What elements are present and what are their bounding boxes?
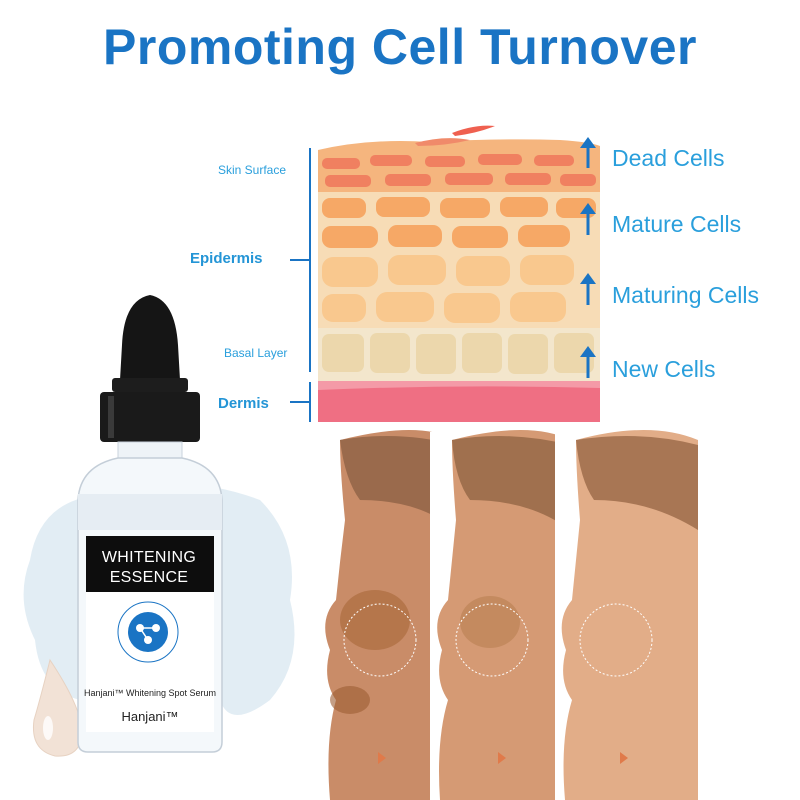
dead-cells bbox=[322, 154, 596, 187]
dropper-bulb bbox=[120, 295, 180, 380]
before-after-faces bbox=[318, 430, 700, 800]
mature-cells bbox=[322, 197, 596, 248]
new-cells bbox=[322, 333, 594, 374]
label-new-cells: New Cells bbox=[612, 356, 716, 382]
layer-brackets bbox=[290, 148, 311, 422]
up-arrow-icon bbox=[580, 273, 596, 305]
page-title: Promoting Cell Turnover bbox=[103, 19, 697, 75]
bottle-brand: Hanjani™ bbox=[121, 709, 179, 724]
up-arrow-icon bbox=[580, 346, 596, 378]
face-middle bbox=[430, 430, 570, 800]
label-skin-surface: Skin Surface bbox=[218, 163, 287, 177]
face-after bbox=[555, 430, 700, 800]
label-maturing-cells: Maturing Cells bbox=[612, 282, 759, 308]
bottle-subtitle: Hanjani™ Whitening Spot Serum bbox=[83, 688, 217, 698]
bottle-label-line2: ESSENCE bbox=[109, 569, 189, 586]
label-band bbox=[86, 536, 214, 592]
label-epidermis: Epidermis bbox=[190, 250, 263, 267]
label-dermis: Dermis bbox=[218, 395, 269, 412]
flaking-cell bbox=[452, 125, 495, 136]
label-mature-cells: Mature Cells bbox=[612, 211, 742, 237]
maturing-cells bbox=[322, 255, 574, 323]
bottle-label-line1: WHITENING bbox=[101, 549, 197, 566]
up-arrow-icon bbox=[580, 203, 596, 235]
label-dead-cells: Dead Cells bbox=[612, 145, 725, 171]
label-basal-layer: Basal Layer bbox=[224, 346, 288, 360]
up-arrows bbox=[580, 137, 596, 378]
up-arrow-icon bbox=[580, 137, 596, 168]
bottle-cap bbox=[100, 392, 200, 442]
face-before bbox=[318, 430, 456, 800]
skin-layer-diagram bbox=[290, 125, 600, 422]
basal-layer bbox=[318, 326, 600, 381]
serum-bottle-illustration bbox=[23, 295, 295, 757]
